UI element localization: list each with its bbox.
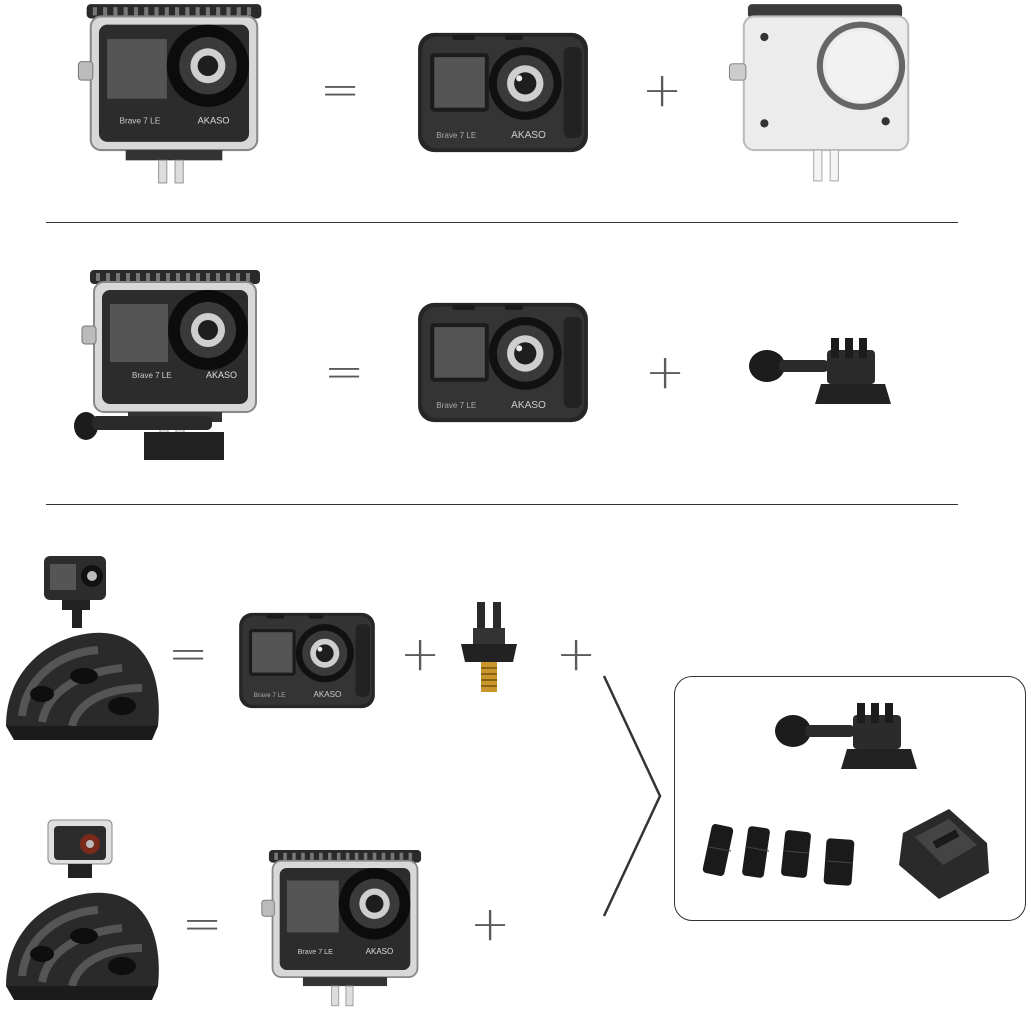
velcro-straps-image: [699, 817, 869, 897]
helmet-mount-kit-box: [674, 676, 1026, 921]
brand-label: AKASO: [198, 115, 230, 125]
brand-label: AKASO: [366, 947, 394, 956]
equals-sign: =: [168, 626, 209, 682]
model-label: Brave 7 LE: [436, 131, 477, 140]
curved-adhesive-mount-image: [893, 803, 993, 903]
equals-sign: =: [182, 896, 223, 952]
camera-image: Brave 7 LE AKASO: [232, 608, 382, 713]
bracket-chevron: [602, 675, 662, 917]
camera-image: Brave 7 LE AKASO: [412, 20, 594, 165]
plus-sign: +: [470, 896, 511, 952]
thumb-screw-buckle-image: [745, 330, 895, 410]
model-label: Brave 7 LE: [254, 692, 287, 699]
model-label: Brave 7 LE: [132, 371, 172, 380]
camera-in-waterproof-case-image: Brave 7 LE AKASO: [74, 0, 274, 185]
model-label: Brave 7 LE: [298, 948, 334, 956]
waterproof-case-image: [725, 0, 925, 185]
camera-in-case-image: Brave 7 LE AKASO: [260, 846, 430, 1008]
thumb-screw-buckle-image: [771, 695, 921, 775]
bare-camera-on-helmet-image: [0, 554, 165, 749]
plus-sign: +: [642, 62, 683, 118]
brand-label: AKASO: [511, 400, 546, 411]
equals-sign: =: [324, 344, 365, 400]
plus-sign: +: [645, 344, 686, 400]
brand-label: AKASO: [313, 690, 341, 699]
camera-image: Brave 7 LE AKASO: [412, 290, 594, 435]
divider: [46, 222, 958, 223]
model-label: Brave 7 LE: [120, 116, 161, 125]
divider: [46, 504, 958, 505]
equals-sign: =: [320, 62, 361, 118]
plus-sign: +: [556, 626, 597, 682]
tripod-adapter-image: [455, 598, 525, 698]
model-label: Brave 7 LE: [436, 401, 477, 410]
brand-label: AKASO: [511, 130, 546, 141]
brand-label: AKASO: [206, 370, 237, 380]
cased-camera-on-helmet-image: [0, 818, 165, 1008]
plus-sign: +: [400, 626, 441, 682]
camera-in-case-with-thumb-screw-image: Brave 7 LE AKASO: [72, 266, 272, 461]
